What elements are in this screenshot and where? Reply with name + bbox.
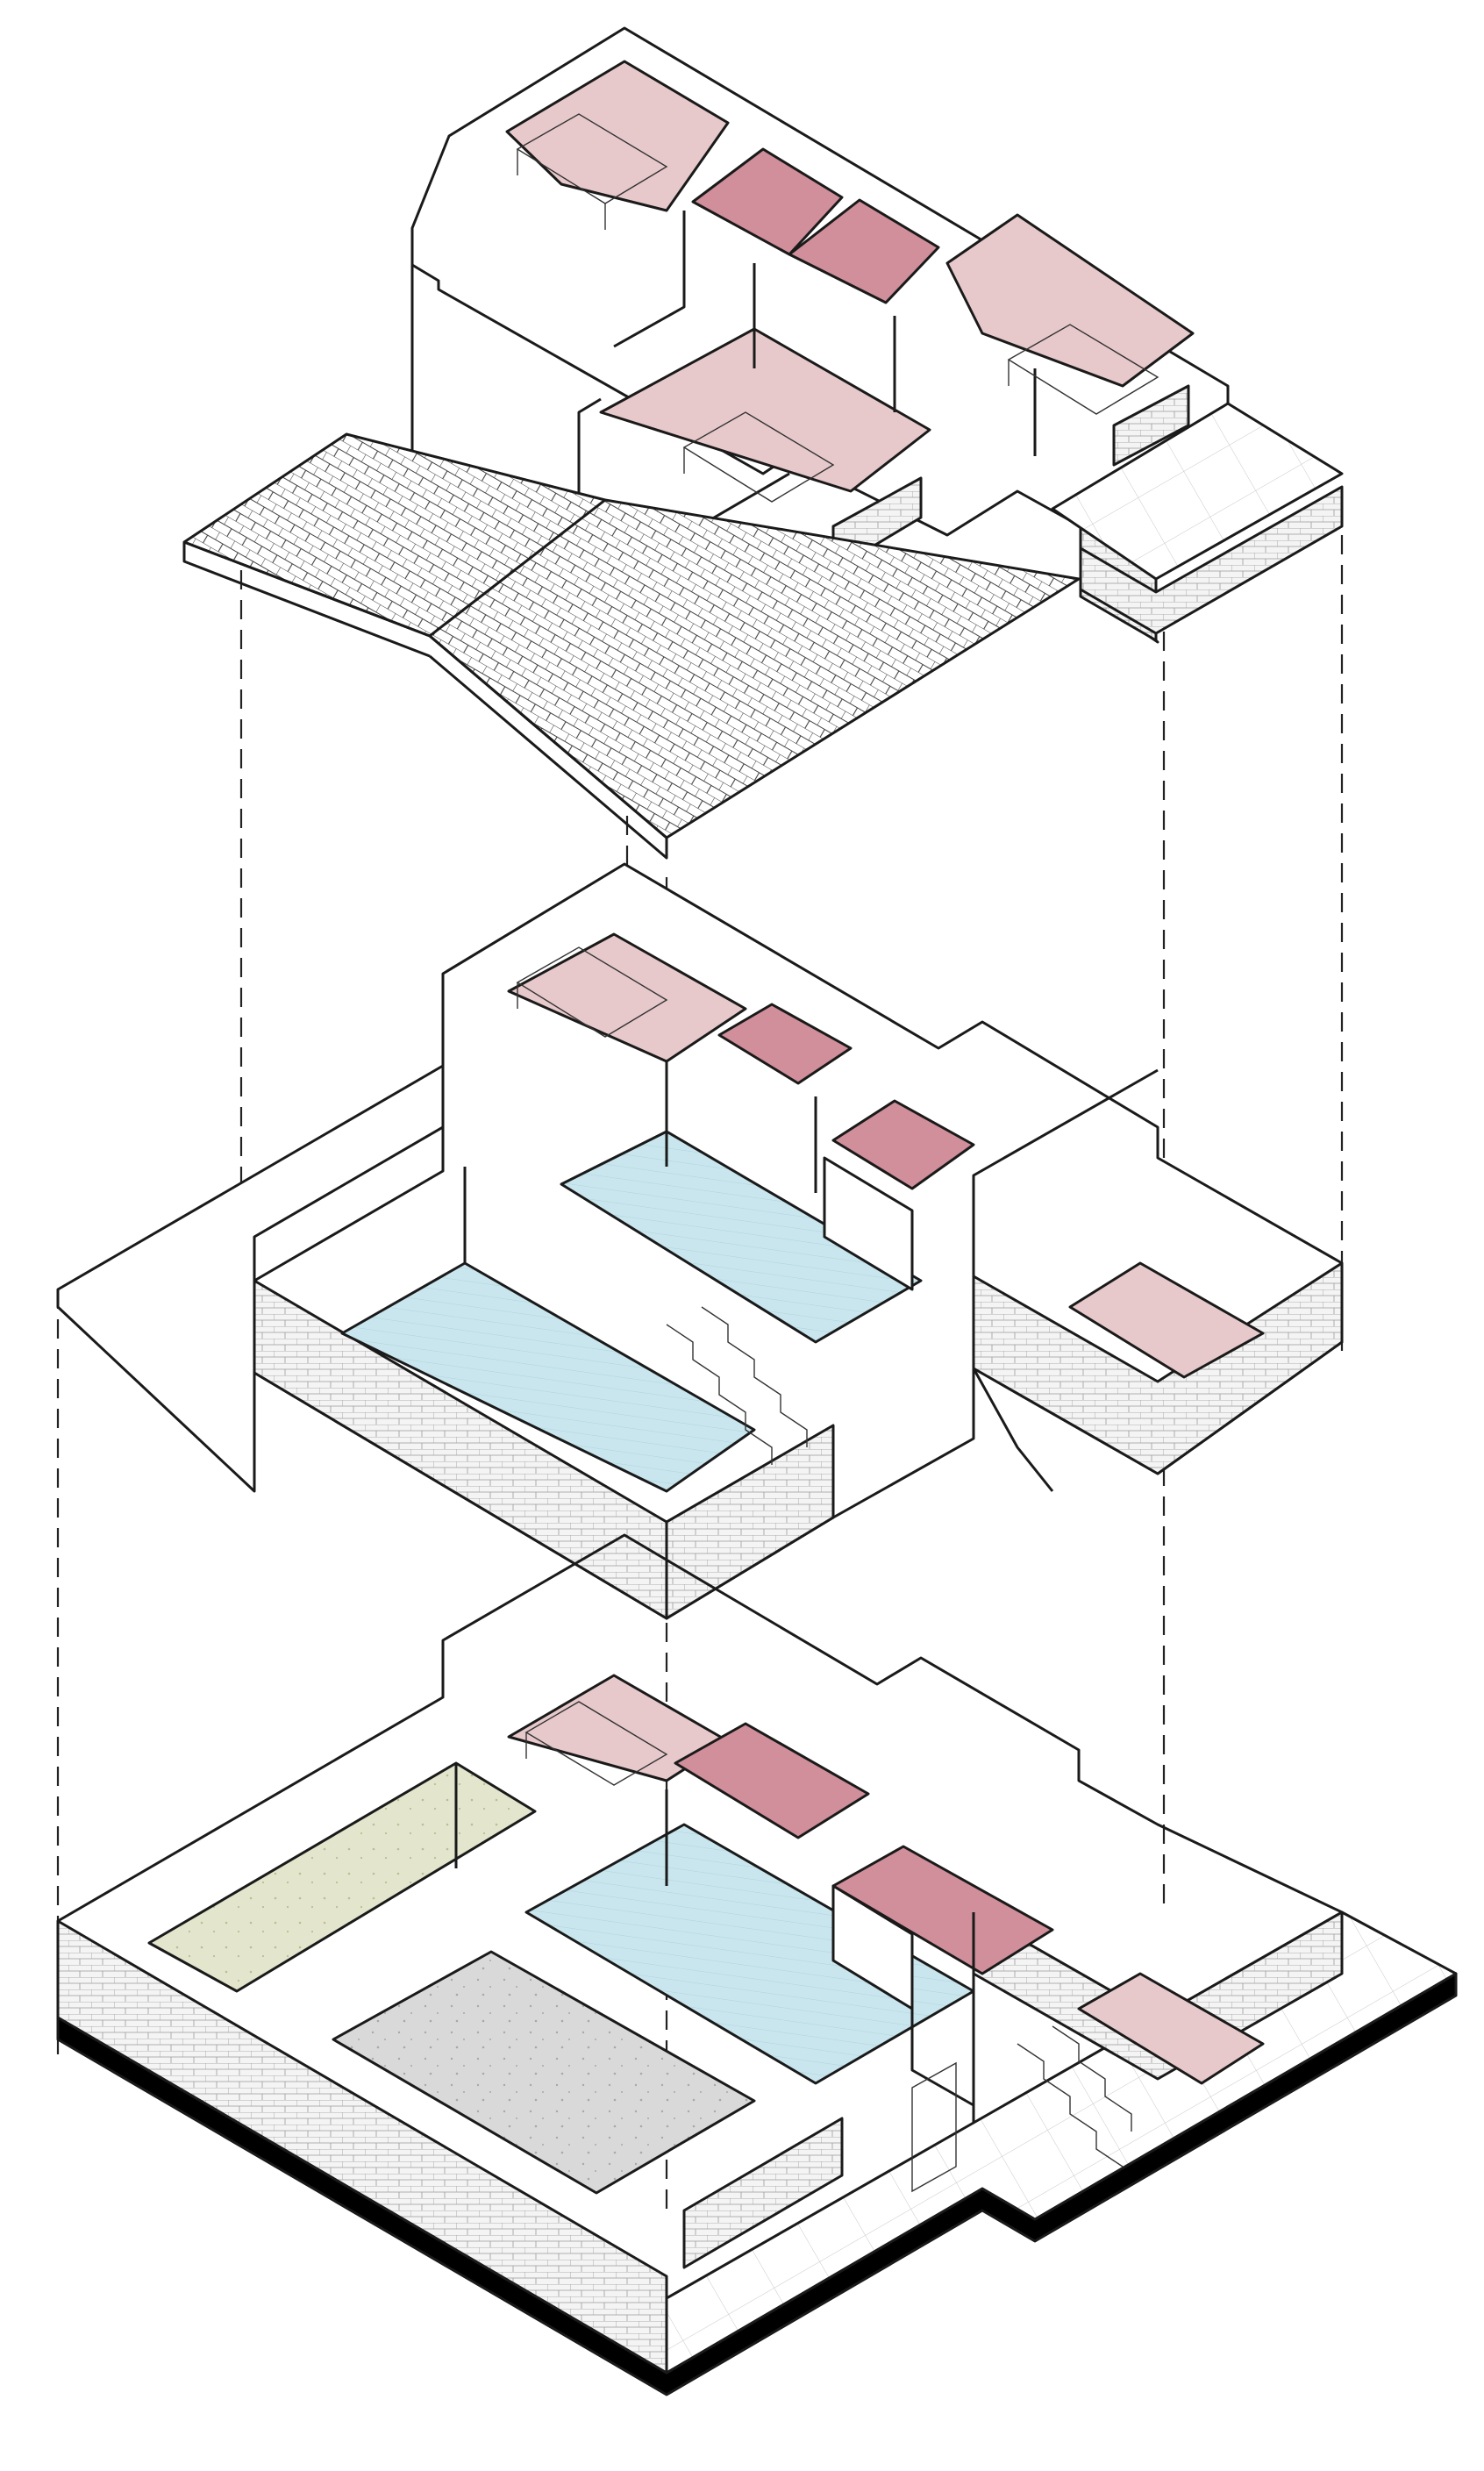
ground-garage-door — [682, 2117, 844, 2269]
ground-level — [56, 1533, 1458, 2396]
ground-bedroom-right-floor — [1077, 1972, 1265, 2085]
ground-bathroom-center — [831, 1845, 1054, 1975]
middle-bathroom-box-wall — [823, 1156, 914, 1291]
upper-terrace-paving — [1051, 402, 1344, 581]
ground-front-paving — [665, 1910, 1458, 2375]
ground-brick-wall-left — [56, 1919, 668, 2375]
middle-living-floor-center — [560, 1130, 923, 1344]
ground-bathroom-top — [674, 1722, 870, 1839]
ground-garage-floor — [332, 1950, 756, 2195]
roof-ridge — [183, 540, 667, 839]
roof — [182, 432, 1081, 860]
upper-terrace-brick — [1079, 485, 1344, 635]
middle-bathroom-center — [831, 1099, 975, 1190]
stair-icon — [666, 1306, 808, 1465]
middle-brick-wall-right — [665, 1424, 835, 1620]
roof-eave-left — [182, 542, 431, 658]
middle-bedroom-right-floor — [1068, 1261, 1265, 1379]
bed-icon — [1007, 324, 1159, 415]
bed-icon — [524, 1701, 668, 1786]
stair-icon — [1017, 2025, 1132, 2167]
door-icon — [911, 2061, 957, 2193]
ground-outer-outline — [57, 1533, 1343, 1923]
upper-level — [410, 26, 1344, 644]
middle-level — [56, 862, 1344, 1620]
bed-icon — [682, 411, 835, 503]
roof-eave-right — [429, 654, 668, 860]
upper-bathroom-1 — [691, 147, 844, 256]
bed-icon — [516, 946, 668, 1038]
upper-bedroom-center-floor — [599, 327, 931, 493]
middle-bedroom-top-floor — [507, 932, 747, 1063]
upper-bedroom-left-floor — [505, 60, 730, 212]
middle-ramp — [972, 1368, 1054, 1492]
upper-interior-wall-a — [613, 211, 686, 348]
middle-bathroom-top — [717, 1003, 853, 1085]
upper-bathroom-2 — [788, 198, 940, 304]
upper-balustrade-right — [1112, 384, 1190, 467]
middle-interior-wall-d — [972, 1068, 1159, 1276]
ground-interior-wall-c — [910, 2009, 974, 2107]
ground-garden-strip — [147, 1761, 537, 1993]
middle-living-floor-left — [340, 1261, 756, 1493]
upper-bedroom-right-floor — [945, 213, 1195, 388]
bed-icon — [516, 113, 668, 230]
